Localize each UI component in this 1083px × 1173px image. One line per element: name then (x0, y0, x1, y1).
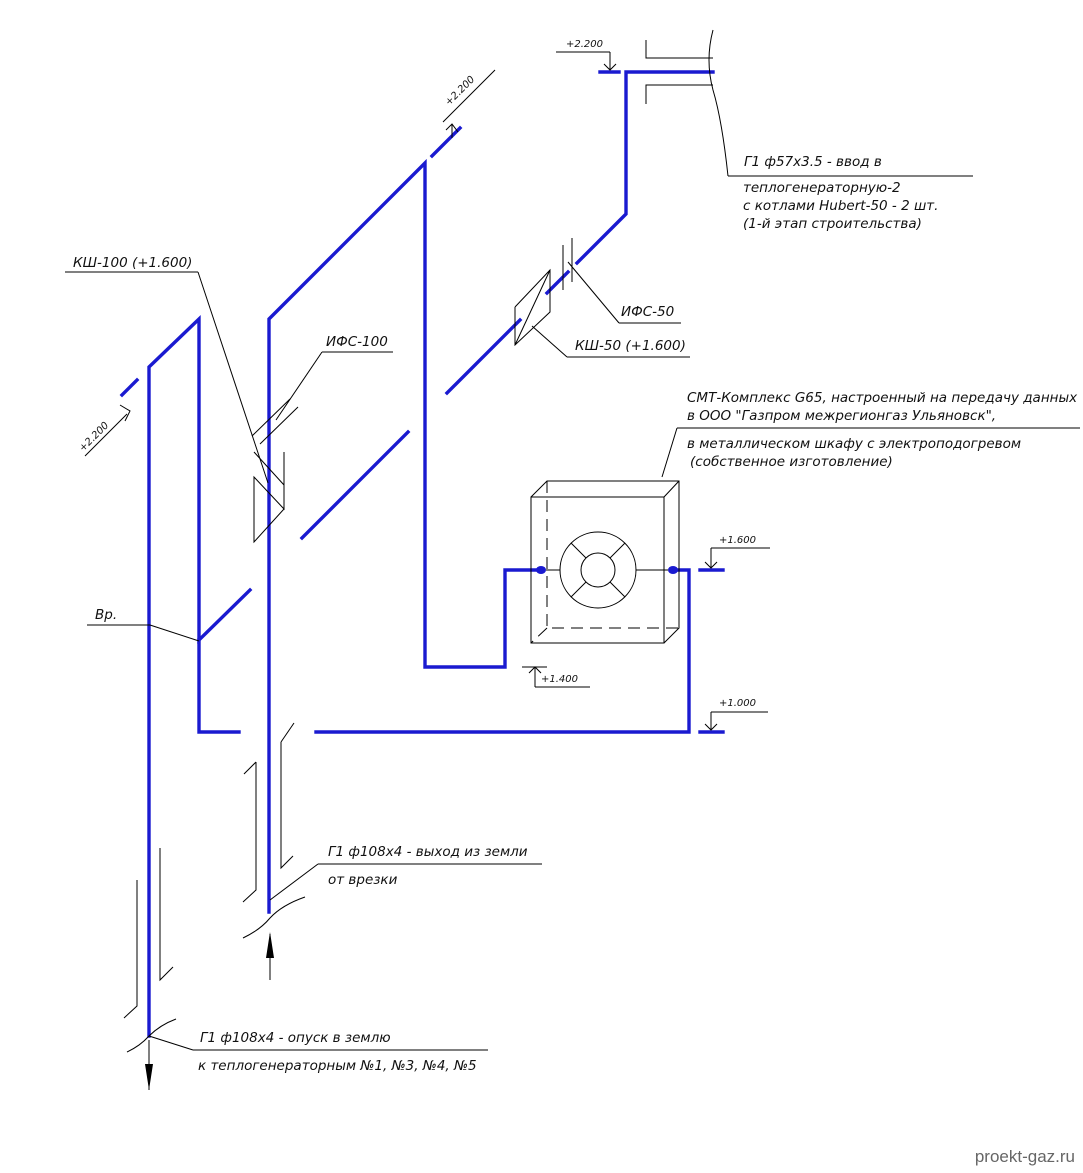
elev-1000: +1.000 (719, 698, 756, 709)
labels: КШ-100 (+1.600) ИФС-100 ИФС-50 КШ-50 (+1… (73, 39, 1078, 1074)
note-smt-3: в металлическом шкафу с электроподогрево… (687, 436, 1021, 452)
flow-arrows (145, 932, 274, 1090)
filter-ifs100 (251, 398, 299, 445)
note-exit-2: от врезки (328, 872, 398, 888)
note-smt-2: в ООО "Газпром межрегионгаз Ульяновск", (687, 408, 996, 424)
valve-ks100 (253, 451, 285, 544)
elev-1400: +1.400 (541, 674, 578, 685)
smt-cabinet (530, 480, 680, 644)
break-marks (123, 29, 729, 1053)
smt-connection-left (536, 566, 546, 574)
arrow-up-icon (266, 932, 274, 958)
note-down-1: Г1 ф108х4 - опуск в землю (200, 1030, 391, 1046)
note-down-2: к теплогенераторным №1, №3, №4, №5 (198, 1058, 477, 1074)
watermark: proekt-gaz.ru (974, 1147, 1075, 1166)
pipe-center-riser (267, 158, 542, 914)
label-ks100: КШ-100 (+1.600) (73, 255, 192, 271)
pipe-center-top-stub (429, 125, 463, 159)
pipe-left-riser (147, 315, 253, 1038)
note-inlet-3: с котлами Hubert-50 - 2 шт. (743, 198, 938, 214)
note-inlet-2: теплогенераторную-2 (743, 180, 901, 196)
elev-mid: +2.200 (443, 74, 477, 108)
pipe-diagonal-lower (299, 429, 411, 541)
note-smt-1: СМТ-Комплекс G65, настроенный на передач… (687, 390, 1078, 406)
note-inlet-4: (1-й этап строительства) (743, 216, 922, 232)
pipe-left-top-stub (119, 377, 140, 398)
valve-ks50 (514, 268, 551, 347)
note-exit-1: Г1 ф108х4 - выход из земли (328, 844, 528, 860)
label-ks50: КШ-50 (+1.600) (575, 338, 686, 354)
leader-lines (65, 175, 1080, 1051)
label-vr: Вр. (95, 607, 117, 623)
ground-cut-left (126, 1018, 177, 1053)
filter-ifs50 (562, 238, 573, 290)
label-ifs50: ИФС-50 (621, 304, 674, 320)
elevation-marks (84, 51, 770, 731)
pipe-left-horizontal (197, 638, 241, 734)
meter-inner-icon (580, 552, 616, 588)
wall-cut (708, 29, 729, 177)
pipe-main-horizontal (314, 568, 691, 734)
note-smt-4: (собственное изготовление) (690, 454, 893, 470)
pipe-diagonal-upper (444, 317, 523, 396)
note-inlet-1: Г1 ф57х3.5 - ввод в (744, 154, 882, 170)
smt-connection-right (668, 566, 678, 574)
elev-left: +2.200 (77, 420, 111, 454)
ground-cut-center (242, 896, 306, 939)
arrow-down-icon (145, 1064, 153, 1090)
pipe-inlet (574, 70, 715, 266)
elev-1600: +1.600 (719, 535, 756, 546)
label-ifs100: ИФС-100 (326, 334, 388, 350)
elev-top: +2.200 (566, 39, 603, 50)
